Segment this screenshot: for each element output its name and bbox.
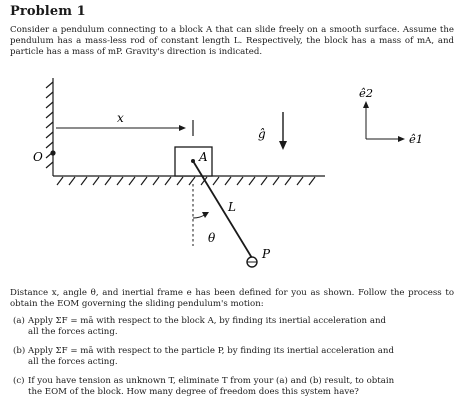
part-a-tag: (a) xyxy=(13,316,25,326)
pendulum-figure: O x xyxy=(33,78,423,268)
block-a-label: A xyxy=(198,150,208,164)
problem-intro: Consider a pendulum connecting to a bloc… xyxy=(10,25,454,57)
gravity-label: ĝ xyxy=(258,127,266,141)
part-c-line1: If you have tension as unknown T, elimin… xyxy=(28,376,395,386)
angle-arc-arrowhead xyxy=(202,212,209,218)
inertial-frame-axes xyxy=(363,101,405,142)
theta-label: θ xyxy=(208,231,216,245)
pivot-dot xyxy=(191,159,195,163)
e1-label: ê1 xyxy=(409,132,423,146)
instructions-lead: Distance x, angle θ, and inertial frame … xyxy=(10,288,454,309)
part-c-line2: the EOM of the block. How many degree of… xyxy=(28,386,359,397)
part-a-line2: all the forces acting. xyxy=(28,326,118,337)
pendulum-rod xyxy=(192,160,253,259)
rod-length-label: L xyxy=(227,200,236,214)
part-a: (a)Apply ΣF = mā with respect to the blo… xyxy=(13,316,453,337)
part-c-tag: (c) xyxy=(13,376,25,386)
part-b-tag: (b) xyxy=(13,346,26,356)
part-b-line1: Apply ΣF = mā with respect to the partic… xyxy=(28,346,394,356)
x-distance-arrow xyxy=(56,120,194,136)
part-b-line2: all the forces acting. xyxy=(28,356,118,367)
part-c: (c)If you have tension as unknown T, eli… xyxy=(13,376,453,397)
left-wall xyxy=(45,78,54,176)
x-label: x xyxy=(117,111,124,125)
ground-surface xyxy=(53,175,325,186)
e2-label: ê2 xyxy=(359,86,373,100)
origin-label: O xyxy=(33,150,43,164)
gravity-arrow xyxy=(279,112,287,150)
part-a-line1: Apply ΣF = mā with respect to the block … xyxy=(28,316,386,326)
block-a xyxy=(174,146,213,177)
particle-p-label: P xyxy=(261,247,271,261)
problem-title: Problem 1 xyxy=(10,4,86,19)
origin-dot xyxy=(50,150,56,156)
part-b: (b)Apply ΣF = mā with respect to the par… xyxy=(13,346,453,367)
